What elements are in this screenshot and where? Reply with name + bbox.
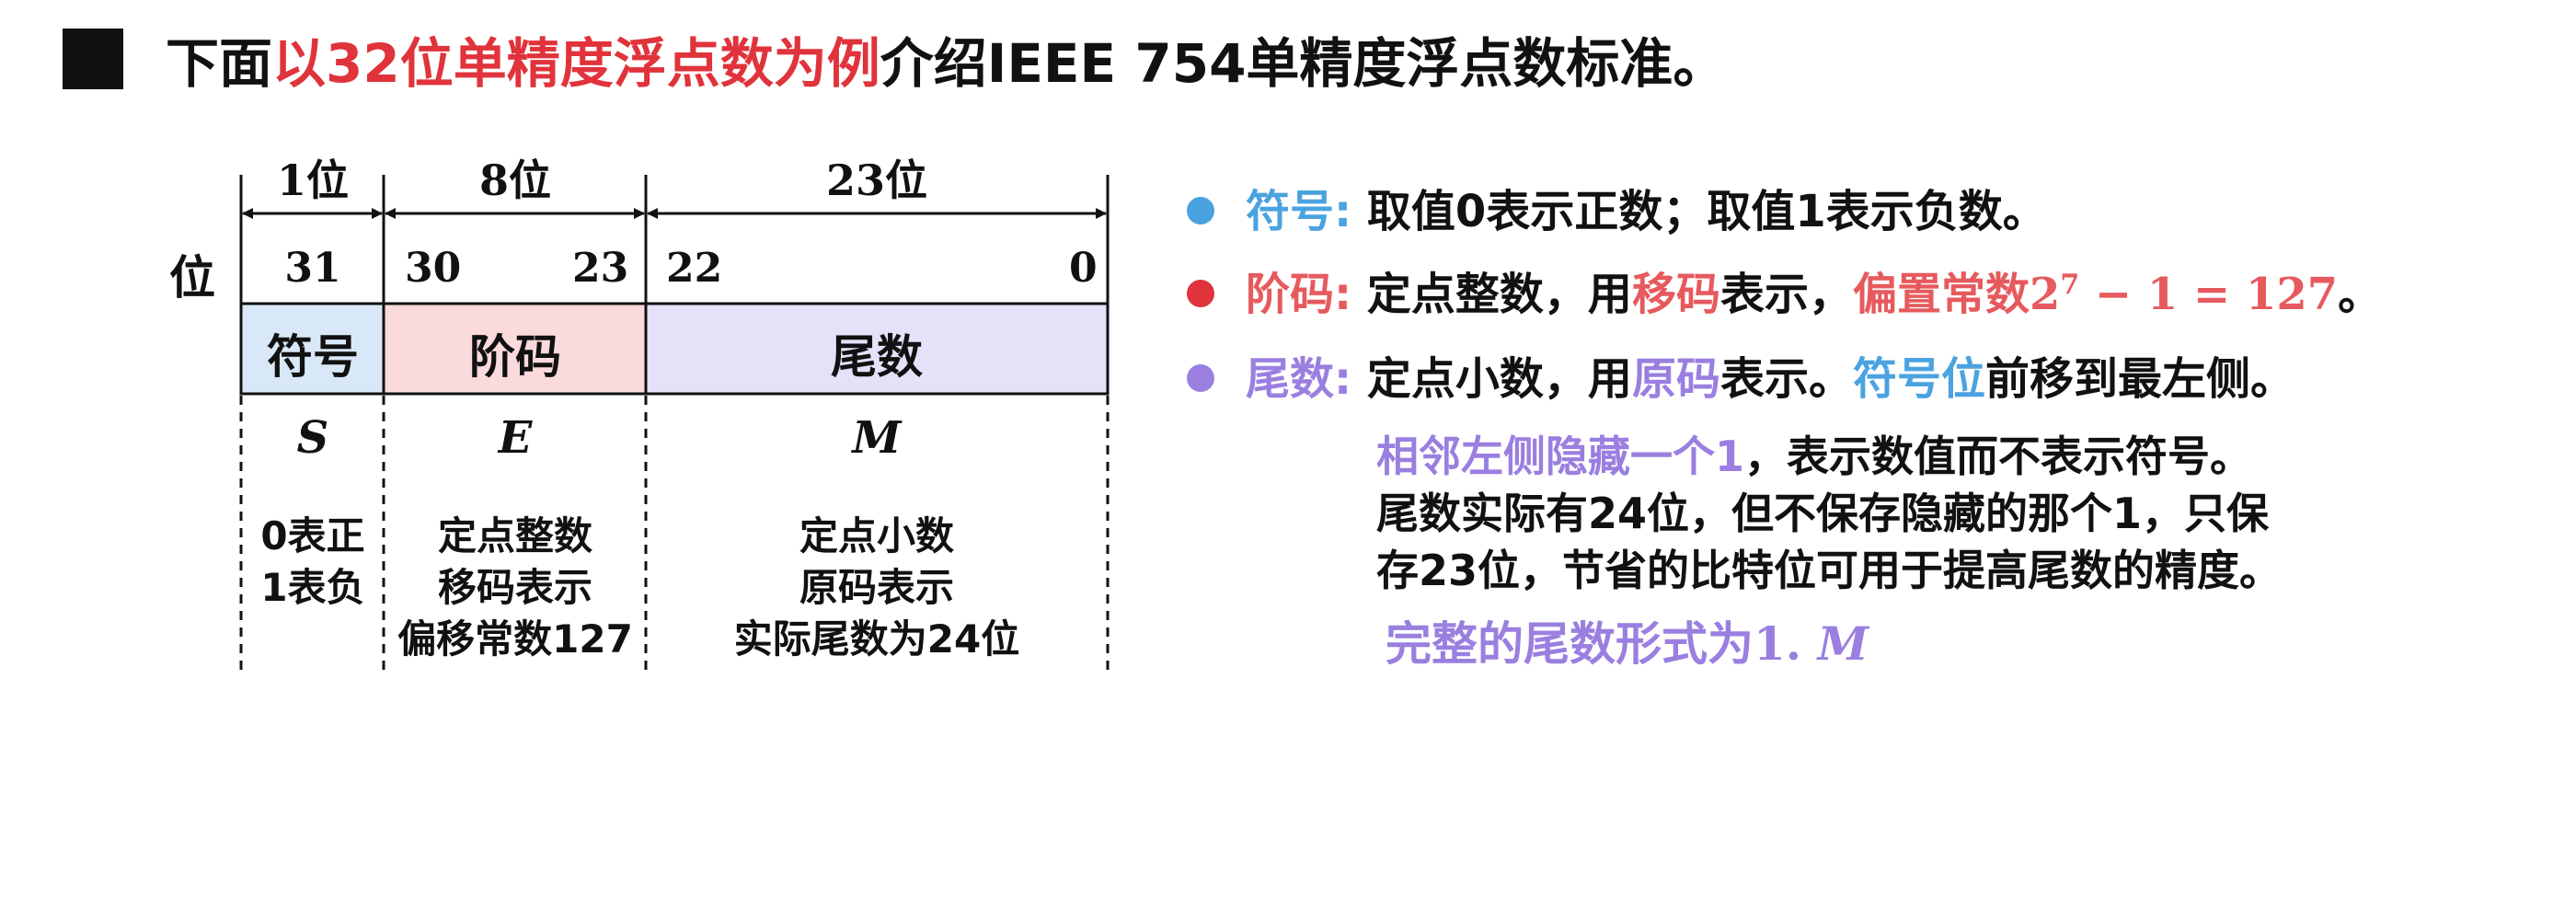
exponent-width-label: 8位: [478, 155, 552, 205]
title-suffix: 介绍IEEE 754单精度浮点数标准。: [880, 32, 1727, 95]
bit-layout-diagram: [239, 175, 1110, 676]
blue-dot-icon: [1187, 197, 1214, 224]
mantissa-hidden-bit-line: 相邻左侧隐藏一个1，表示数值而不表示符号。: [1376, 431, 2253, 481]
bit-index-0: 0: [1069, 245, 1098, 292]
exponent-description: 定点整数 移码表示 偏移常数127: [397, 513, 633, 662]
bit-row-label: 位: [169, 251, 215, 305]
bit-index-23: 23: [572, 245, 629, 292]
page-title: 下面 以32位单精度浮点数为例 介绍IEEE 754单精度浮点数标准。: [63, 13, 1726, 105]
sign-bullet: 符号: 取值0表示正数；取值1表示负数。: [1187, 175, 2047, 239]
bit-index-31: 31: [284, 245, 341, 292]
boundary-ticks: [239, 175, 1110, 304]
exponent-symbol: E: [498, 412, 533, 464]
exponent-field-box: [382, 302, 648, 396]
purple-dot-icon: [1187, 364, 1214, 392]
mantissa-field-label: 尾数: [831, 330, 923, 384]
mantissa-detail-line-1: 尾数实际有24位，但不保存隐藏的那个1，只保: [1376, 489, 2270, 538]
bit-index-30: 30: [405, 245, 462, 292]
sign-description: 0表正 1表负: [260, 513, 365, 610]
exponent-bullet: 阶码: 定点整数，用移码表示，偏置常数27 − 1 = 127。: [1187, 258, 2382, 322]
mantissa-description: 定点小数 原码表示 实际尾数为24位: [733, 513, 1020, 662]
exponent-field-label: 阶码: [469, 330, 561, 384]
bit-index-22: 22: [666, 245, 723, 292]
sign-field-box: [239, 302, 385, 396]
sign-width-label: 1位: [276, 155, 350, 205]
sign-field-label: 符号: [267, 330, 359, 384]
dashed-guides: [239, 396, 1110, 676]
title-prefix: 下面: [166, 32, 273, 95]
mantissa-detail-line-2: 存23位，节省的比特位可用于提高尾数的精度。: [1376, 546, 2283, 595]
title-highlight: 以32位单精度浮点数为例: [272, 32, 880, 95]
mantissa-symbol: M: [852, 412, 902, 464]
mantissa-width-label: 23位: [825, 155, 928, 205]
sign-symbol: S: [296, 412, 329, 464]
red-dot-icon: [1187, 280, 1214, 307]
mantissa-bullet: 尾数: 定点小数，用原码表示。符号位前移到最左侧。: [1187, 342, 2294, 407]
square-bullet-icon: [63, 29, 123, 89]
mantissa-field-box: [644, 302, 1110, 396]
mantissa-full-form: 完整的尾数形式为1. M: [1386, 616, 1869, 671]
